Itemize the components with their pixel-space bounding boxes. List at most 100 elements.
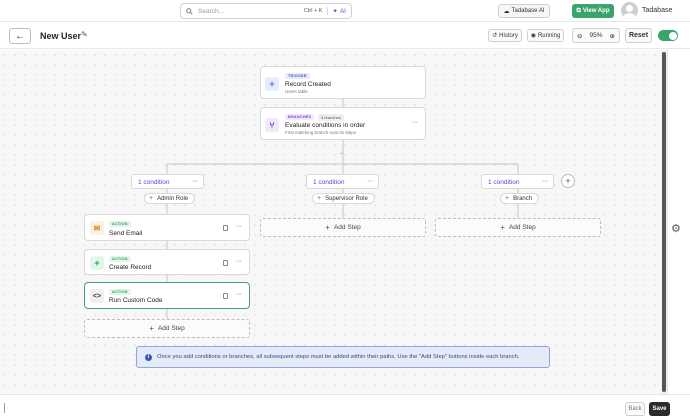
scrollbar-thumb[interactable]: [662, 52, 666, 392]
plus-icon: +: [265, 77, 279, 91]
history-button[interactable]: ↺ History: [488, 29, 522, 42]
branches-subtitle: First matching branch runs its steps: [285, 130, 357, 135]
active-toggle[interactable]: [658, 30, 678, 41]
action-title: Create Record: [109, 264, 152, 271]
plus-icon: +: [90, 256, 104, 270]
external-link-icon: ⧉: [576, 7, 581, 14]
side-panel: [667, 50, 690, 394]
running-icon: ◉: [530, 33, 536, 39]
action-card-run-custom-code[interactable]: <> ACTION Run Custom Code ···: [84, 282, 250, 309]
add-step-button-branch[interactable]: + Add Step: [435, 218, 601, 237]
search-placeholder: Search...: [198, 7, 225, 15]
branches-title: Evaluate conditions in order: [285, 122, 366, 129]
info-banner-text: Once you add conditions or branches, all…: [157, 354, 520, 360]
add-step-button-supervisor[interactable]: + Add Step: [260, 218, 426, 237]
add-step-label: Add Step: [508, 224, 536, 231]
plus-icon: +: [149, 324, 154, 333]
history-label: History: [499, 32, 518, 39]
ai-label: AI: [339, 7, 346, 15]
envelope-icon: ✉: [90, 221, 104, 235]
branch-condition-supervisor[interactable]: 1 condition ···: [306, 174, 379, 189]
plus-icon: +: [317, 195, 322, 202]
zoom-in-icon[interactable]: ⊕: [609, 32, 615, 40]
pencil-icon[interactable]: ✎: [81, 30, 88, 39]
page-title: New User: [40, 31, 82, 41]
plus-icon: +: [500, 223, 505, 232]
tadabase-ai-label: Tadabase AI: [511, 8, 545, 14]
branch-icon: ⑂: [265, 118, 279, 132]
tadabase-ai-button[interactable]: ☁ Tadabase AI: [498, 4, 550, 18]
merge-icon: ⑂: [340, 151, 343, 157]
more-options-icon[interactable]: ···: [236, 223, 242, 230]
condition-label: 1 condition: [313, 178, 345, 186]
view-app-label: View App: [582, 8, 610, 14]
trigger-subtitle: Users table: [285, 89, 308, 94]
condition-label: 1 condition: [138, 178, 170, 186]
history-icon: ↺: [492, 33, 498, 39]
back-button[interactable]: Back: [625, 402, 645, 416]
action-title: Send Email: [109, 230, 143, 237]
branches-card[interactable]: ⑂ BRANCHES 3 branches Evaluate condition…: [260, 107, 426, 140]
condition-label: 1 condition: [488, 178, 520, 186]
plus-icon: +: [565, 176, 571, 186]
gear-icon[interactable]: ⚙: [671, 223, 681, 235]
role-label: Admin Role: [157, 195, 189, 202]
more-options-icon[interactable]: ···: [542, 178, 548, 185]
action-card-create-record[interactable]: + ACTION Create Record ···: [84, 249, 250, 275]
zoom-level: 95%: [589, 32, 603, 39]
copy-icon[interactable]: [223, 293, 228, 299]
role-label: Supervisor Role: [325, 195, 368, 202]
info-icon: i: [145, 353, 152, 361]
action-card-send-email[interactable]: ✉ ACTION Send Email ···: [84, 214, 250, 241]
copy-icon[interactable]: [223, 225, 228, 231]
action-tag: ACTION: [109, 256, 131, 262]
search-icon: [186, 7, 193, 15]
role-pill-supervisor[interactable]: + Supervisor Role: [312, 193, 375, 204]
reset-button[interactable]: Reset: [625, 28, 652, 43]
top-navigation: Search... Ctrl + K ✦ AI ☁ Tadabase AI ⧉ …: [0, 0, 690, 22]
arrow-left-icon: ←: [15, 30, 25, 42]
zoom-out-icon[interactable]: ⊖: [577, 32, 583, 40]
view-app-button[interactable]: ⧉ View App: [572, 4, 614, 18]
branch-condition-admin[interactable]: 1 condition ···: [131, 174, 204, 189]
divider: [4, 403, 5, 413]
cloud-icon: ☁: [503, 8, 510, 15]
zoom-control: ⊖ 95% ⊕: [572, 28, 620, 43]
trigger-tag: TRIGGER: [285, 73, 310, 79]
footer: Back Save: [0, 394, 690, 418]
action-title: Run Custom Code: [109, 297, 163, 304]
back-arrow-button[interactable]: ←: [9, 28, 31, 44]
branch-condition-branch[interactable]: 1 condition ···: [481, 174, 554, 189]
more-options-icon[interactable]: ···: [412, 119, 418, 126]
avatar[interactable]: [621, 2, 638, 19]
plus-icon: +: [325, 223, 330, 232]
ai-search-button[interactable]: ✦ AI: [327, 7, 346, 15]
role-pill-admin[interactable]: + Admin Role: [144, 193, 196, 204]
copy-icon[interactable]: [223, 260, 228, 266]
sparkle-icon: ✦: [332, 8, 338, 15]
add-step-label: Add Step: [157, 325, 185, 332]
user-name[interactable]: Tadabase: [642, 7, 673, 14]
workflow-header: ← New User ✎ ↺ History ◉ Running ⊖ 95% ⊕…: [0, 23, 690, 49]
more-options-icon[interactable]: ···: [192, 178, 198, 185]
branch-count-badge: 3 branches: [318, 114, 344, 121]
add-branch-button[interactable]: +: [561, 174, 575, 188]
more-options-icon[interactable]: ···: [367, 178, 373, 185]
role-pill-branch[interactable]: + Branch: [500, 193, 540, 204]
more-options-icon[interactable]: ···: [236, 258, 242, 265]
action-tag: ACTION: [109, 221, 131, 227]
add-step-label: Add Step: [333, 224, 361, 231]
more-options-icon[interactable]: ···: [236, 291, 242, 298]
save-button[interactable]: Save: [649, 402, 670, 416]
add-step-button-admin[interactable]: + Add Step: [84, 319, 250, 338]
running-label: Running: [537, 32, 561, 39]
info-banner: i Once you add conditions or branches, a…: [136, 346, 550, 368]
plus-icon: +: [149, 195, 154, 202]
role-label: Branch: [513, 195, 533, 202]
search-input[interactable]: Search... Ctrl + K ✦ AI: [180, 3, 352, 19]
code-icon: <>: [90, 289, 104, 303]
trigger-title: Record Created: [285, 81, 331, 88]
trigger-card[interactable]: + TRIGGER Record Created Users table: [260, 66, 426, 99]
running-button[interactable]: ◉ Running: [527, 29, 564, 42]
